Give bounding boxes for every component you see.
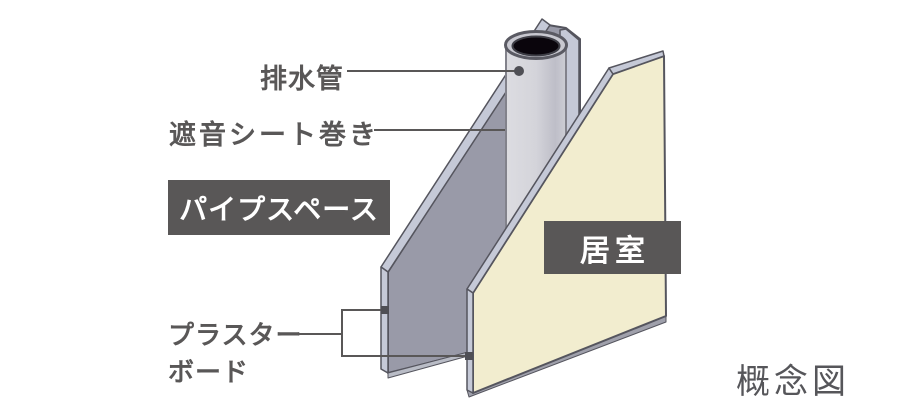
back-panel-left-edge — [380, 266, 389, 374]
back-panel-marker-dot — [381, 306, 389, 314]
front-panel-marker-dot — [465, 352, 473, 360]
sound-insulation-sheet-label: 遮音シート巻き — [169, 120, 379, 150]
pipe-opening — [511, 35, 561, 57]
front-panel-left-edge — [466, 288, 474, 394]
drain-pipe-marker-dot — [514, 66, 524, 76]
drain-pipe-label: 排水管 — [260, 64, 344, 94]
pipe-space-tag: パイプスペース — [168, 180, 390, 235]
callout-markers — [381, 66, 524, 360]
diagram-caption: 概念図 — [736, 364, 850, 401]
front-panel-top-cap-edge — [608, 50, 665, 75]
plaster-board-bracket — [341, 309, 467, 357]
plaster-board-label-line2: ボード — [168, 357, 250, 387]
plaster-board-label: プラスター ボード — [168, 317, 302, 391]
plaster-board-label-line1: プラスター — [168, 320, 303, 350]
living-room-tag: 居室 — [544, 221, 681, 274]
callout-lines — [296, 70, 519, 357]
